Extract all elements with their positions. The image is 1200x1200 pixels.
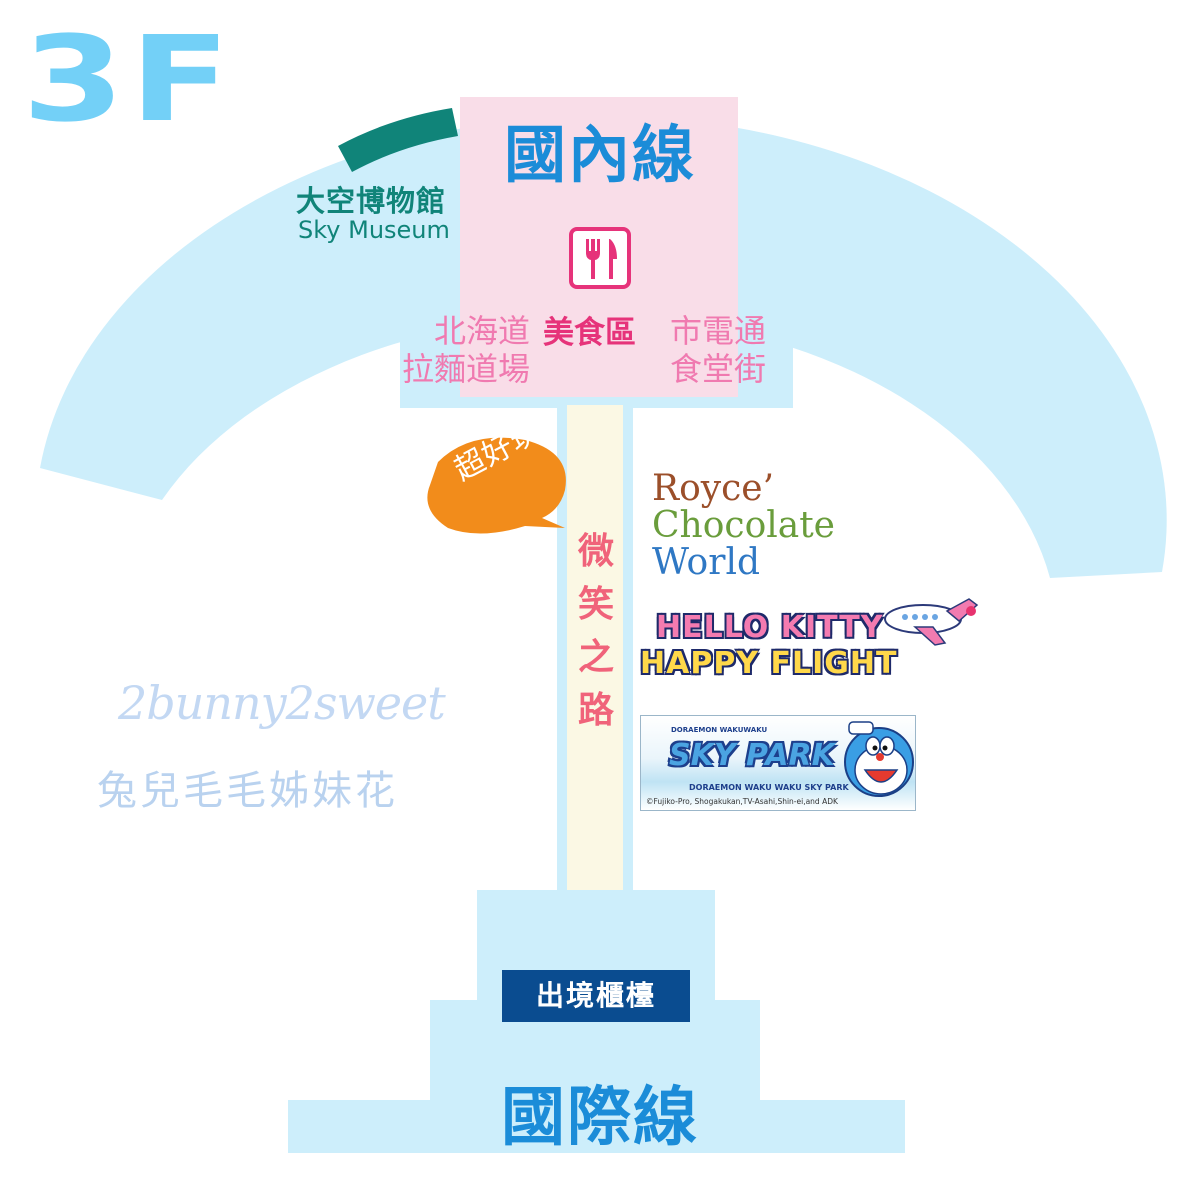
terminal-arc xyxy=(40,115,1167,578)
smile-road-char: 路 xyxy=(577,690,614,731)
royce-line2: Chocolate xyxy=(652,505,835,546)
sky-park-subtitle: DORAEMON WAKU WAKU SKY PARK xyxy=(689,783,849,792)
tram-street-label: 市電通 食堂街 xyxy=(670,312,780,388)
smile-road-corridor xyxy=(567,405,623,893)
speech-bubble xyxy=(427,437,566,534)
sky-park-small-text: DORAEMON WAKUWAKU xyxy=(671,726,768,734)
domestic-label: 國內線 xyxy=(503,118,696,191)
tram-line2: 食堂街 xyxy=(670,350,767,388)
doraemon-sky-park-logo: DORAEMON WAKUWAKU SKY PARK DORAEMON WAKU… xyxy=(640,715,916,811)
floor-label: 3F xyxy=(22,10,236,148)
food-area-label: 美食區 xyxy=(543,315,636,351)
international-label: 國際線 xyxy=(501,1081,699,1155)
kitty-line1: HELLO KITTY xyxy=(656,610,884,645)
departure-counter-label: 出境櫃檯 xyxy=(502,970,690,1022)
ramen-line1: 北海道 xyxy=(433,312,530,350)
royce-chocolate-logo: Royce’ Chocolate World xyxy=(652,470,835,581)
sky-park-copyright: ©Fujiko-Pro, Shogakukan,TV-Asahi,Shin-ei… xyxy=(646,797,838,806)
ramen-shop-label: 北海道 拉麵道場 xyxy=(390,312,530,388)
fork-knife-icon xyxy=(569,227,631,289)
royce-line1: Royce’ xyxy=(652,468,775,509)
sky-museum-label-zh: 大空博物館 xyxy=(296,184,447,218)
ramen-line2: 拉麵道場 xyxy=(401,350,530,388)
sky-museum-label-en: Sky Museum xyxy=(298,216,450,244)
sky-museum-marker xyxy=(338,108,458,172)
royce-line3: World xyxy=(652,542,760,583)
watermark-en: 2bunny2sweet xyxy=(118,676,446,730)
sky-park-title: SKY PARK xyxy=(669,738,835,773)
smile-road-char: 之 xyxy=(577,637,614,678)
tram-line1: 市電通 xyxy=(670,312,767,350)
airplane-icon xyxy=(884,598,979,646)
doraemon-icon xyxy=(844,721,914,797)
hello-kitty-logo: HELLO KITTY HAPPY FLIGHT xyxy=(640,610,897,682)
kitty-line2: HAPPY FLIGHT xyxy=(640,646,898,681)
smile-road-char: 微 xyxy=(577,531,614,572)
smile-road-label: 微 笑 之 路 xyxy=(568,525,624,737)
smile-road-char: 笑 xyxy=(577,584,614,625)
watermark-zh: 兔兒毛毛姊妹花 xyxy=(97,768,398,814)
